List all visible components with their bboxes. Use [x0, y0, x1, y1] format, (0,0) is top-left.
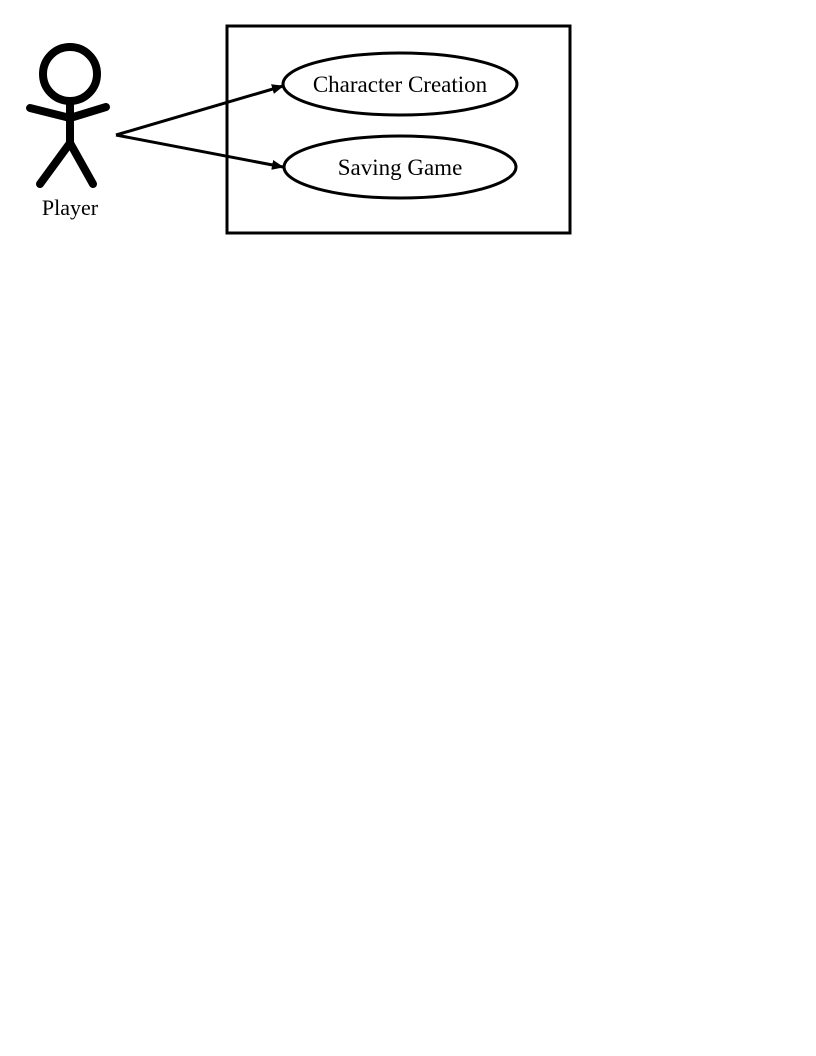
- use-case-saving-game[interactable]: Saving Game: [282, 134, 518, 200]
- use-case-label: Character Creation: [313, 72, 488, 97]
- use-case-label: Saving Game: [338, 155, 463, 180]
- system-boundary: [225, 24, 572, 235]
- actor-label: Player: [42, 195, 99, 220]
- association-arrow-character-creation: [115, 84, 284, 137]
- actor-player[interactable]: Player: [26, 43, 110, 220]
- stick-figure-icon: [26, 43, 110, 188]
- association-arrow-saving-game: [115, 133, 284, 170]
- use-case-ellipse: [282, 134, 518, 200]
- use-case-ellipse: [281, 51, 519, 117]
- use-case-character-creation[interactable]: Character Creation: [281, 51, 519, 117]
